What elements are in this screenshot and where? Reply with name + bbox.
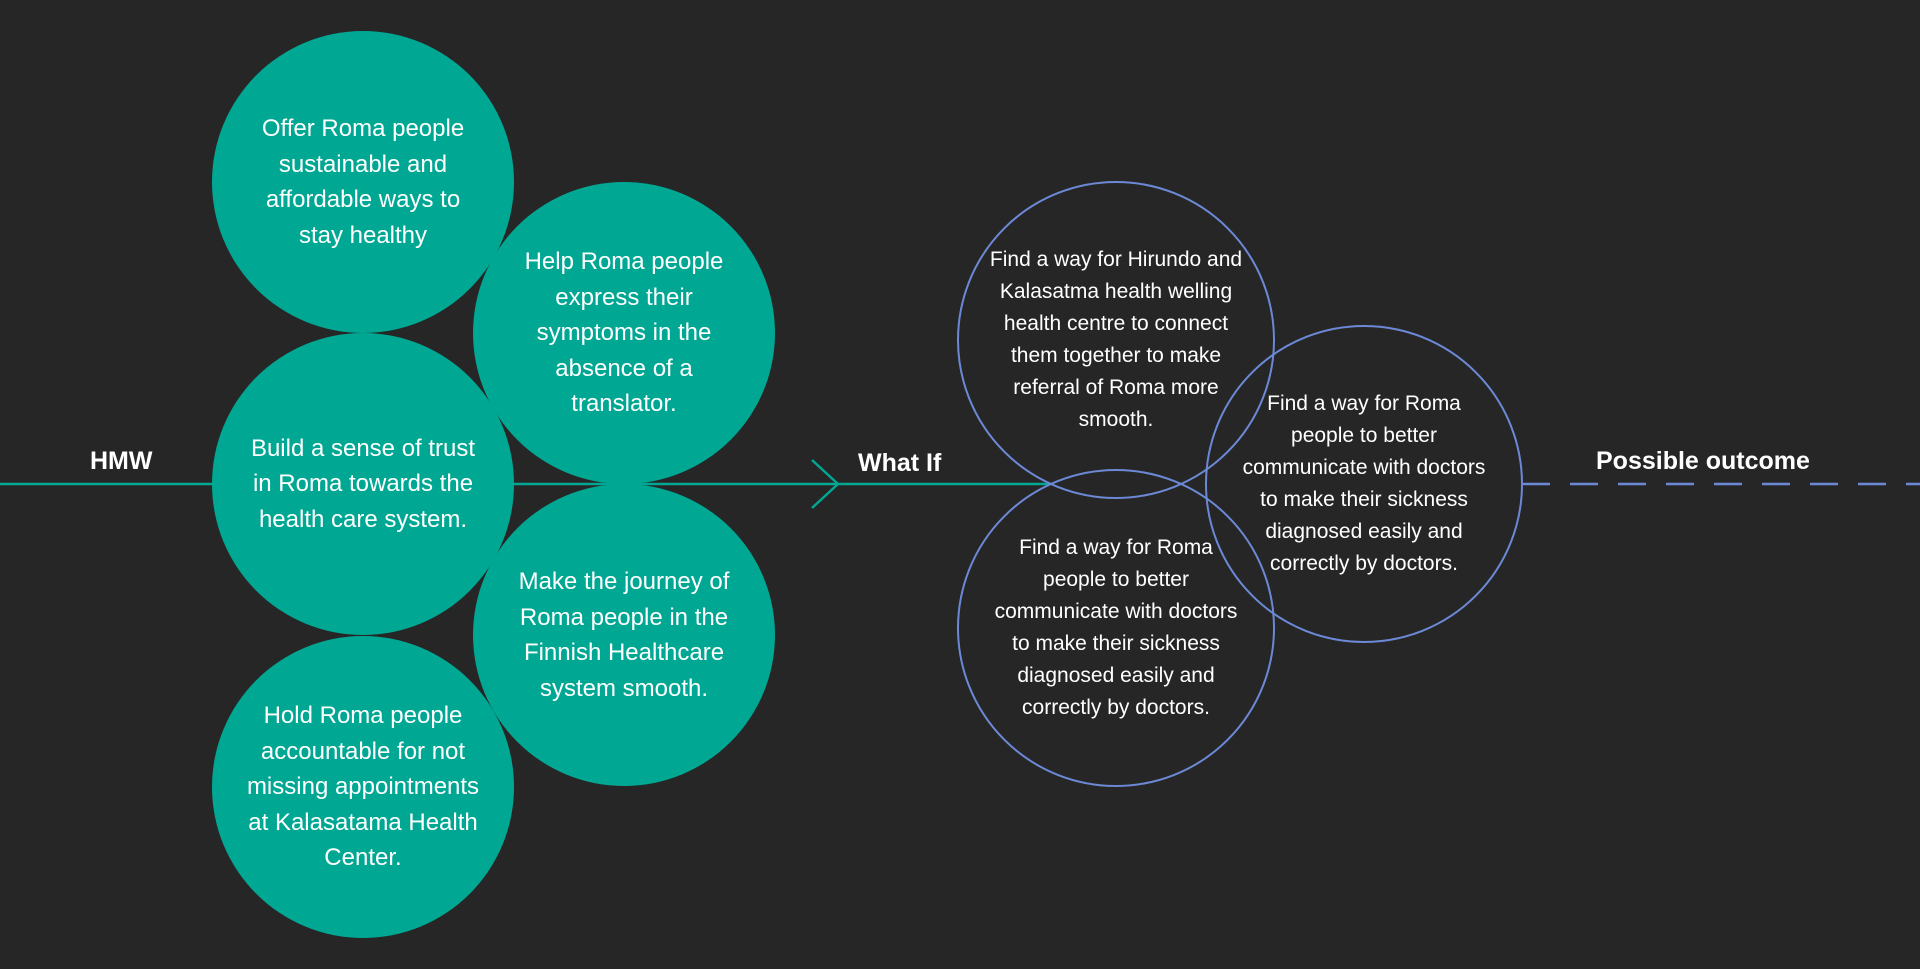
hmw-circle-text: Offer Roma people sustainable and afford… — [261, 115, 465, 249]
stage-label-what-if: What If — [858, 449, 942, 477]
flow-arrow-head — [811, 459, 840, 509]
what-if-circle-text: Find a way for Hirundo and Kalasatma hea… — [989, 248, 1243, 431]
what-if-circle-communicate-bottom: Find a way for Roma people to better com… — [957, 469, 1275, 787]
what-if-circle-text: Find a way for Roma people to better com… — [1242, 392, 1486, 575]
hmw-circle-smooth-journey: Make the journey of Roma people in the F… — [473, 484, 775, 786]
hmw-circle-sustainable-health: Offer Roma people sustainable and afford… — [212, 31, 514, 333]
hmw-circle-text: Help Roma people express their symptoms … — [524, 248, 724, 418]
what-if-circle-communicate-right: Find a way for Roma people to better com… — [1205, 325, 1523, 643]
what-if-circle-text: Find a way for Roma people to better com… — [994, 536, 1238, 719]
hmw-circle-text: Make the journey of Roma people in the F… — [518, 568, 730, 702]
stage-label-possible-outcome: Possible outcome — [1596, 447, 1810, 475]
hmw-circle-express-symptoms: Help Roma people express their symptoms … — [473, 182, 775, 484]
hmw-circle-accountability: Hold Roma people accountable for not mis… — [212, 636, 514, 938]
hmw-circle-text: Build a sense of trust in Roma towards t… — [250, 434, 476, 533]
hmw-circle-text: Hold Roma people accountable for not mis… — [246, 702, 480, 872]
stage-label-hmw: HMW — [90, 447, 153, 475]
hmw-circle-build-trust: Build a sense of trust in Roma towards t… — [212, 333, 514, 635]
what-if-circle-referral: Find a way for Hirundo and Kalasatma hea… — [957, 181, 1275, 499]
